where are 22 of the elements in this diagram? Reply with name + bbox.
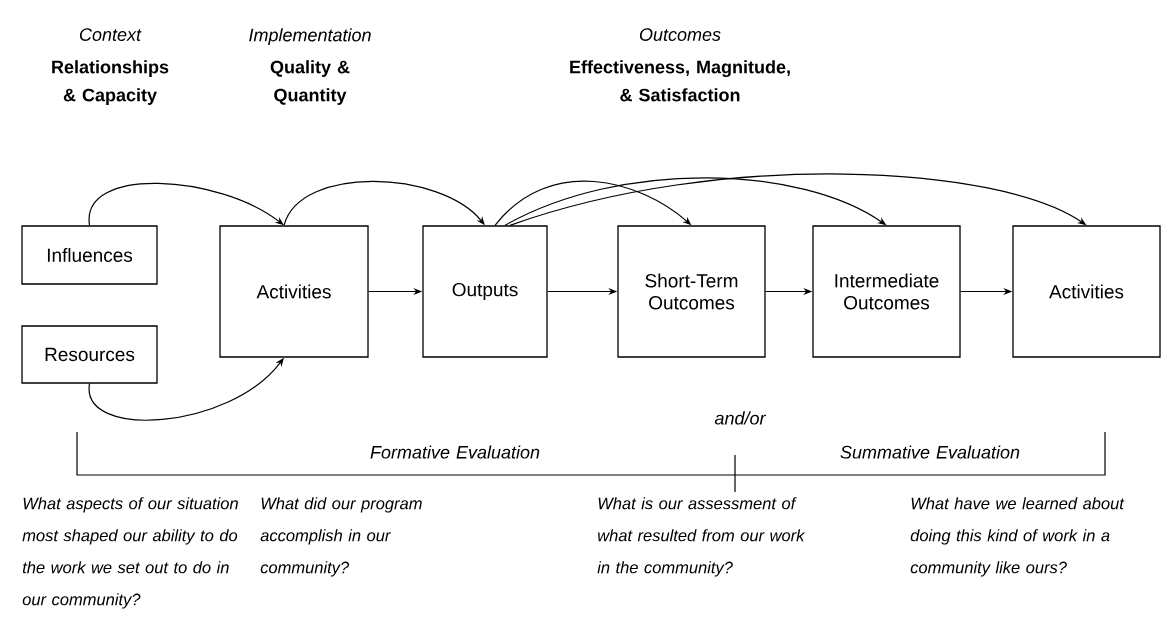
section-label: Summative Evaluation [840,445,1020,459]
section-label: Formative Evaluation [370,445,540,459]
question-text: What have we learned about doing this kind of work in a community like ours? [910,497,1125,577]
arrow [283,180,485,226]
column-heading: Context [80,28,142,41]
process-box: Activities [219,225,369,358]
question-text: What aspects of our situation most shaped our ability to do the work we set out to do in our community? [22,497,238,609]
question-text: What did our program accomplish in our community? [260,497,422,577]
column-heading: Outcomes [639,28,721,41]
arrow [88,182,284,226]
process-box: Resources [21,325,158,384]
column-heading: Relationships & Capacity [52,60,169,105]
question-text: What is our assessment of what resulted from our work in the community? [597,497,806,577]
column-heading: Quality & Quantity [270,60,350,105]
process-box: Activities [1012,225,1161,358]
process-box: Influences [21,225,158,285]
process-box: Intermediate Outcomes [812,225,961,358]
process-box: Short-Term Outcomes [617,225,766,358]
column-heading: Effectiveness, Magnitude, & Satisfaction [570,60,790,102]
section-label: and/or [714,411,767,425]
process-box: Outputs [422,225,548,358]
column-heading: Implementation [249,28,371,45]
